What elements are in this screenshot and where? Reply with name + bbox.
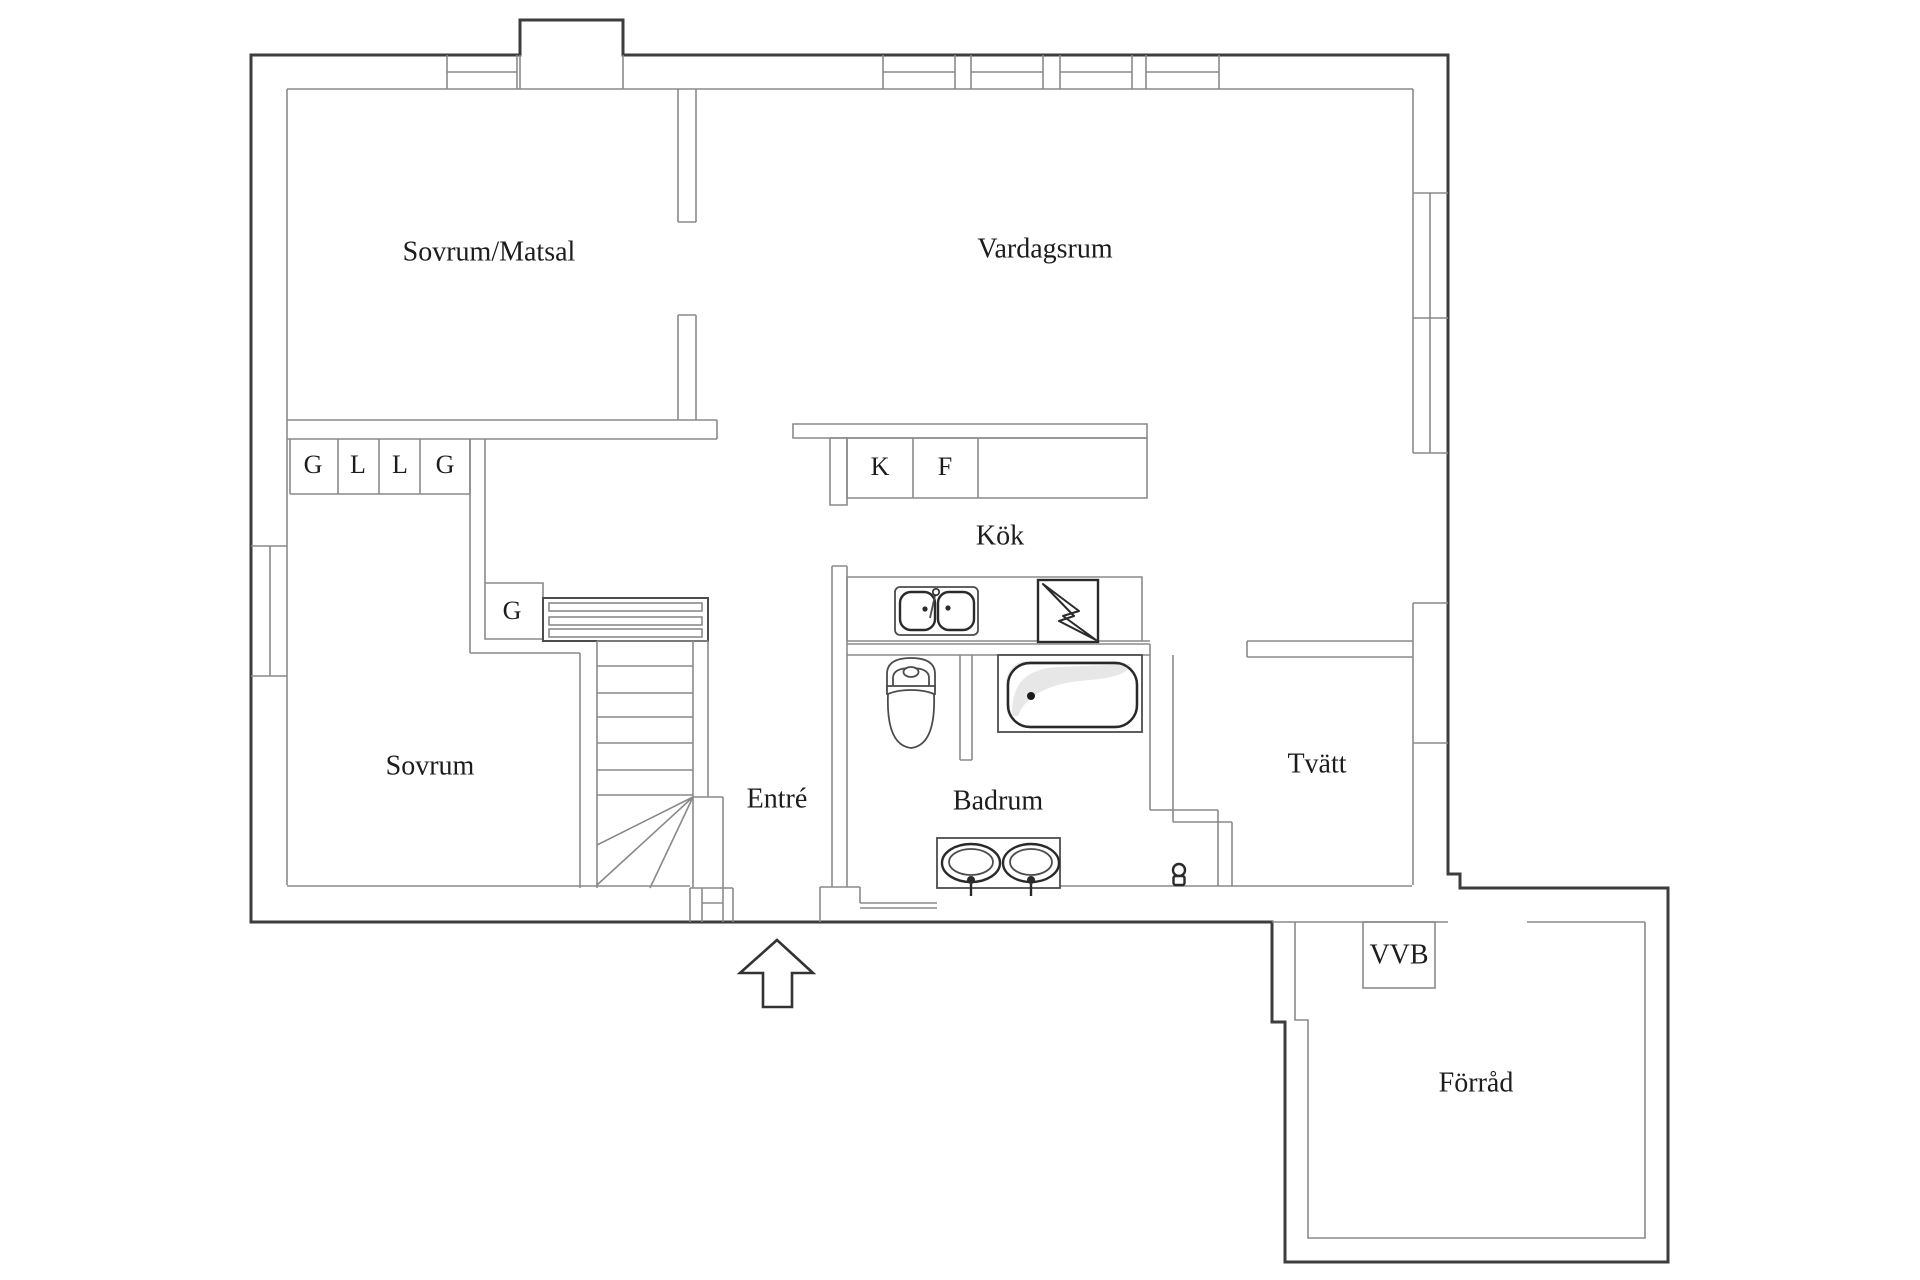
room-label-entre: Entré	[747, 783, 808, 814]
chimney-sides	[519, 55, 624, 89]
partition-matsal-vardagsrum	[677, 89, 697, 420]
closet-cell-label-l1: L	[350, 450, 366, 479]
room-label-badrum: Badrum	[953, 785, 1043, 816]
toilet-icon	[886, 657, 936, 749]
tvatt-walls	[1246, 640, 1413, 658]
fridge-label: K	[871, 452, 890, 481]
closet-cell-label-g2: G	[436, 450, 455, 479]
bathtub-icon	[997, 654, 1143, 733]
stairs	[596, 640, 734, 922]
room-label-kok: Kök	[976, 520, 1024, 551]
window-left	[251, 545, 287, 677]
hall-north-wall	[287, 419, 718, 440]
window-top-left	[446, 55, 518, 89]
room-label-vardagsrum: Vardagsrum	[977, 233, 1113, 264]
stair-winders	[596, 796, 694, 889]
freezer-label: F	[938, 452, 952, 481]
closet-cell-label-l2: L	[392, 450, 408, 479]
outer-walls	[249, 18, 1670, 1264]
badrum-walls	[847, 643, 1233, 886]
vvb-unit: VVB	[1362, 921, 1436, 989]
entry-thresholds	[847, 886, 937, 909]
closet-cell-label-g1: G	[304, 450, 323, 479]
kitchen-sink-icon	[894, 586, 979, 636]
stair-treads	[597, 665, 693, 796]
room-label-sovrum-matsal: Sovrum/Matsal	[403, 236, 576, 267]
kitchen-walls: K F	[792, 423, 1150, 922]
door-knob-icon	[1171, 862, 1187, 887]
wardrobe-hatch	[542, 597, 709, 642]
windows	[251, 55, 1448, 677]
stair-closet-label: G	[503, 596, 522, 625]
room-labels: Sovrum/Matsal Vardagsrum Kök Sovrum Entr…	[386, 233, 1514, 1098]
main-outline	[249, 18, 1670, 1264]
stair-base-frame	[689, 887, 734, 922]
stove-icon	[1036, 578, 1100, 644]
room-label-tvatt: Tvätt	[1287, 748, 1346, 779]
window-band-right	[1413, 192, 1448, 454]
vanity-sinks-icon	[936, 837, 1061, 896]
entrance-arrow-icon	[736, 938, 817, 1009]
sovrum-walls: G	[469, 439, 581, 888]
window-band-top	[882, 55, 1220, 89]
vvb-label: VVB	[1369, 939, 1428, 970]
room-label-forrad: Förråd	[1439, 1067, 1514, 1098]
closet-row: G L L G	[289, 439, 471, 495]
room-label-sovrum: Sovrum	[386, 750, 475, 781]
